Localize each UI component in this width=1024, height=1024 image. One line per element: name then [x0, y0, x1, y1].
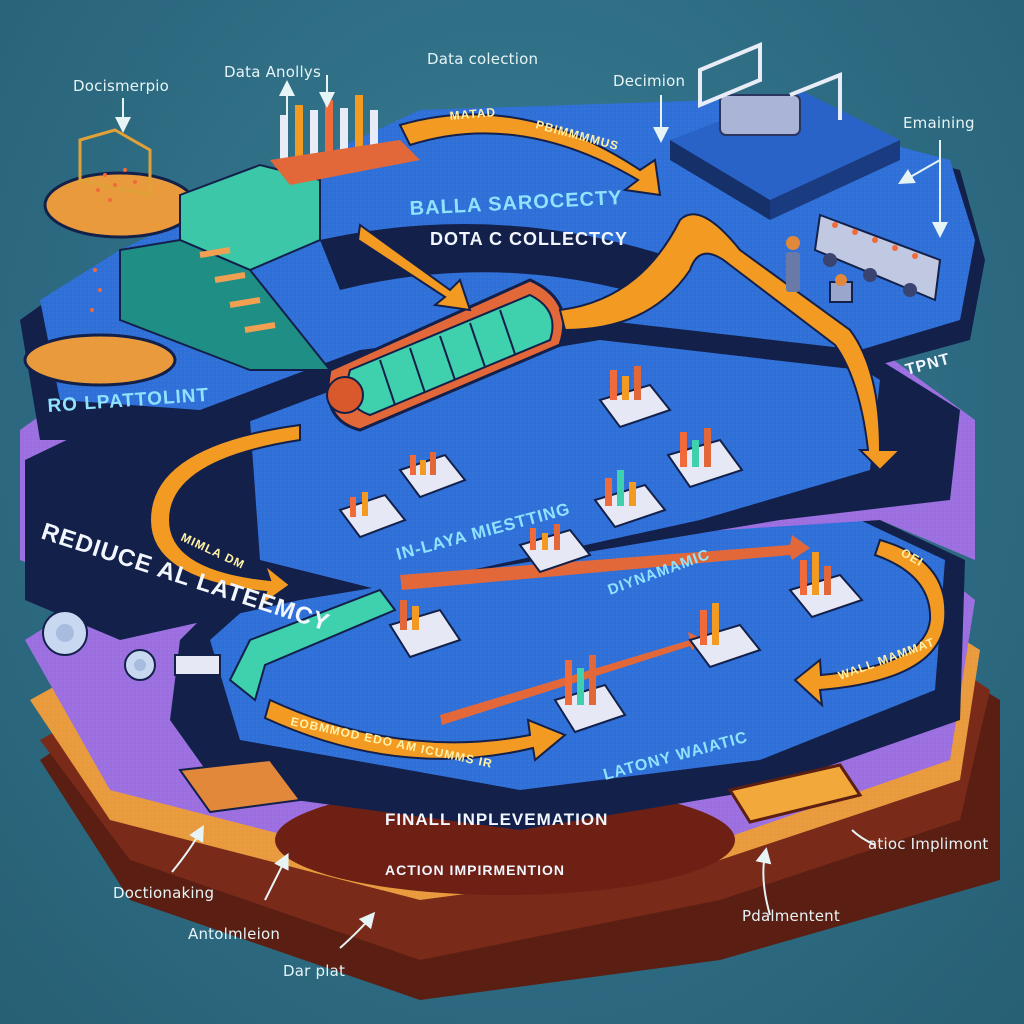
chart-box-9: [388, 600, 462, 659]
chart-box-1: [398, 452, 467, 499]
callout-pdalmentent: Pdalmentent: [742, 907, 840, 925]
callout-decision: Decimion: [613, 72, 686, 90]
callout-doctionaking: Doctionaking: [113, 884, 215, 902]
s-curve-flow-arrow: [558, 213, 903, 472]
top-flow-arrow: MATAD PBIMMMMUS: [398, 105, 662, 197]
chart-box-2: [338, 492, 407, 539]
teal-conveyor-block: [119, 163, 333, 371]
label-final-implementation: FINALL INPLEVEMATION: [385, 810, 608, 829]
chart-box-8: [688, 603, 762, 669]
callout-antolmleion: Antolmleion: [188, 925, 281, 943]
callout-data-collection: Data colection: [427, 50, 539, 68]
chart-box-5: [666, 428, 744, 489]
collection-flow-arrow: [356, 223, 472, 312]
callout-emaining: Emaining: [903, 114, 975, 132]
bottom-left-plate: [178, 758, 302, 814]
data-collection-track: [320, 224, 680, 300]
conveyor-drum: [326, 278, 566, 432]
tier-blue-lower: [210, 520, 945, 790]
data-cart: [813, 213, 942, 302]
label-data-collection: DOTA C COLLECTCY: [430, 229, 628, 249]
callout-leaders: [115, 75, 948, 949]
chart-box-3: [518, 524, 592, 574]
callout-dar-plat: Dar plat: [283, 962, 346, 980]
decision-platform: [670, 90, 900, 220]
gear-icon: [42, 610, 88, 656]
callout-atioc-implimont: atioc Implimont: [868, 835, 989, 853]
sensor-node: [829, 274, 853, 303]
chart-box-7: [553, 655, 627, 734]
chart-box-6: [788, 552, 864, 619]
side-orange-disc: [23, 333, 177, 387]
bottom-right-plate: [727, 763, 863, 824]
data-analysis-bars: [270, 95, 420, 185]
small-gear-icon: [124, 649, 156, 681]
lower-teal-conveyor: [228, 588, 397, 702]
label-action-implementation: ACTION IMPIRMENTION: [385, 862, 565, 878]
worker-figure: [786, 236, 800, 292]
server-rack-icon: [698, 42, 842, 136]
callout-data-analysis: Data Anollys: [224, 63, 321, 81]
chart-box-10: [598, 366, 672, 429]
orange-connector-arrows: [400, 535, 810, 725]
connector-block: [174, 654, 221, 676]
chart-box-4: [593, 470, 667, 529]
arrow-label-matad: MATAD: [449, 105, 497, 123]
callout-docismerpio: Docismerpio: [73, 77, 170, 95]
